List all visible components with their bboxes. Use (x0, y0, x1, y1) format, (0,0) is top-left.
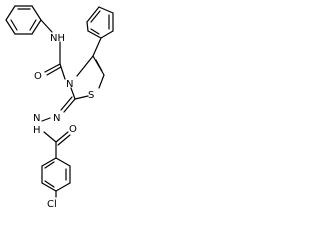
bond (40, 19, 53, 33)
bond (86, 6, 100, 23)
bond (87, 30, 102, 39)
bond (31, 19, 42, 35)
bond (86, 21, 89, 32)
bond (43, 131, 57, 143)
atom-label-layer: NH O N S N N H O Cl (33, 33, 94, 210)
bond (57, 134, 71, 146)
bond (60, 96, 73, 111)
bond (41, 157, 57, 167)
bond (41, 182, 57, 192)
bond (63, 98, 76, 113)
bond (29, 19, 37, 31)
ring-nitrogen-label: N (66, 79, 73, 90)
bond (10, 19, 18, 31)
bond (55, 182, 71, 192)
hydrazone-nitrogen-2-label: N (33, 113, 40, 124)
bond (98, 74, 105, 89)
bond (90, 28, 100, 35)
bond (92, 37, 102, 57)
bond (5, 19, 16, 35)
molecule-canvas: NH O N S N N H O Cl (0, 0, 118, 212)
bond (31, 5, 42, 21)
bond (44, 180, 55, 188)
hydrazide-oxygen-label: O (69, 124, 77, 135)
bond (55, 131, 69, 143)
bond (100, 30, 114, 39)
chemical-structure-diagram: NH O N S N N H O Cl (5, 5, 114, 210)
bond-layer (5, 5, 114, 198)
amide-oxygen-label: O (34, 71, 42, 82)
bond (44, 63, 61, 73)
bond (74, 95, 89, 100)
bond (98, 6, 114, 14)
bond (55, 157, 71, 167)
bond (95, 59, 103, 72)
hydrazone-nitrogen-1-label: N (53, 113, 60, 124)
bond (59, 63, 66, 80)
bond (76, 55, 94, 77)
hydrazone-hydrogen-label: H (33, 125, 41, 136)
bond (90, 10, 101, 23)
bond (70, 87, 76, 100)
chlorine-label: Cl (47, 199, 57, 210)
ring-sulfur-label: S (88, 90, 94, 101)
bond (5, 5, 16, 21)
bond (41, 117, 51, 122)
amide-nh-label: NH (50, 33, 65, 44)
bond (46, 66, 62, 76)
bond (44, 161, 55, 169)
